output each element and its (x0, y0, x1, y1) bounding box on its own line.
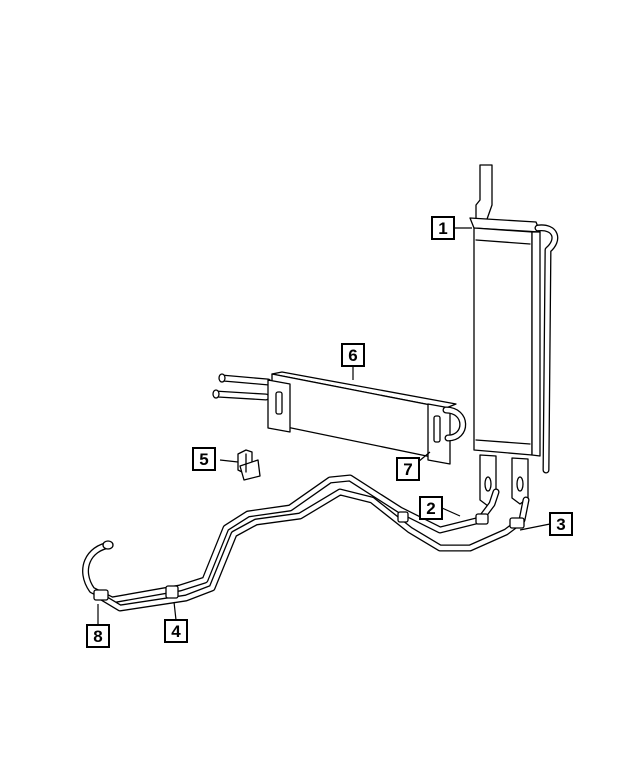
svg-text:1: 1 (438, 219, 447, 238)
callout-7: 7 (396, 457, 420, 481)
callout-3: 3 (549, 512, 573, 536)
svg-text:5: 5 (199, 450, 208, 469)
callout-8: 8 (86, 624, 110, 648)
clip-part (237, 449, 261, 481)
callout-1: 1 (431, 216, 455, 240)
svg-text:8: 8 (93, 627, 102, 646)
svg-text:3: 3 (556, 515, 565, 534)
svg-text:6: 6 (348, 346, 357, 365)
callout-6: 6 (341, 343, 365, 367)
horizontal-cooler-part (212, 371, 467, 465)
callout-4: 4 (164, 619, 188, 643)
leader-lines (97, 227, 551, 624)
callout-5: 5 (192, 447, 216, 471)
callout-2: 2 (419, 496, 443, 520)
svg-text:2: 2 (426, 499, 435, 518)
hose-assembly (82, 474, 530, 612)
svg-text:7: 7 (403, 460, 412, 479)
svg-text:4: 4 (171, 622, 181, 641)
vertical-cooler-part (469, 164, 559, 507)
